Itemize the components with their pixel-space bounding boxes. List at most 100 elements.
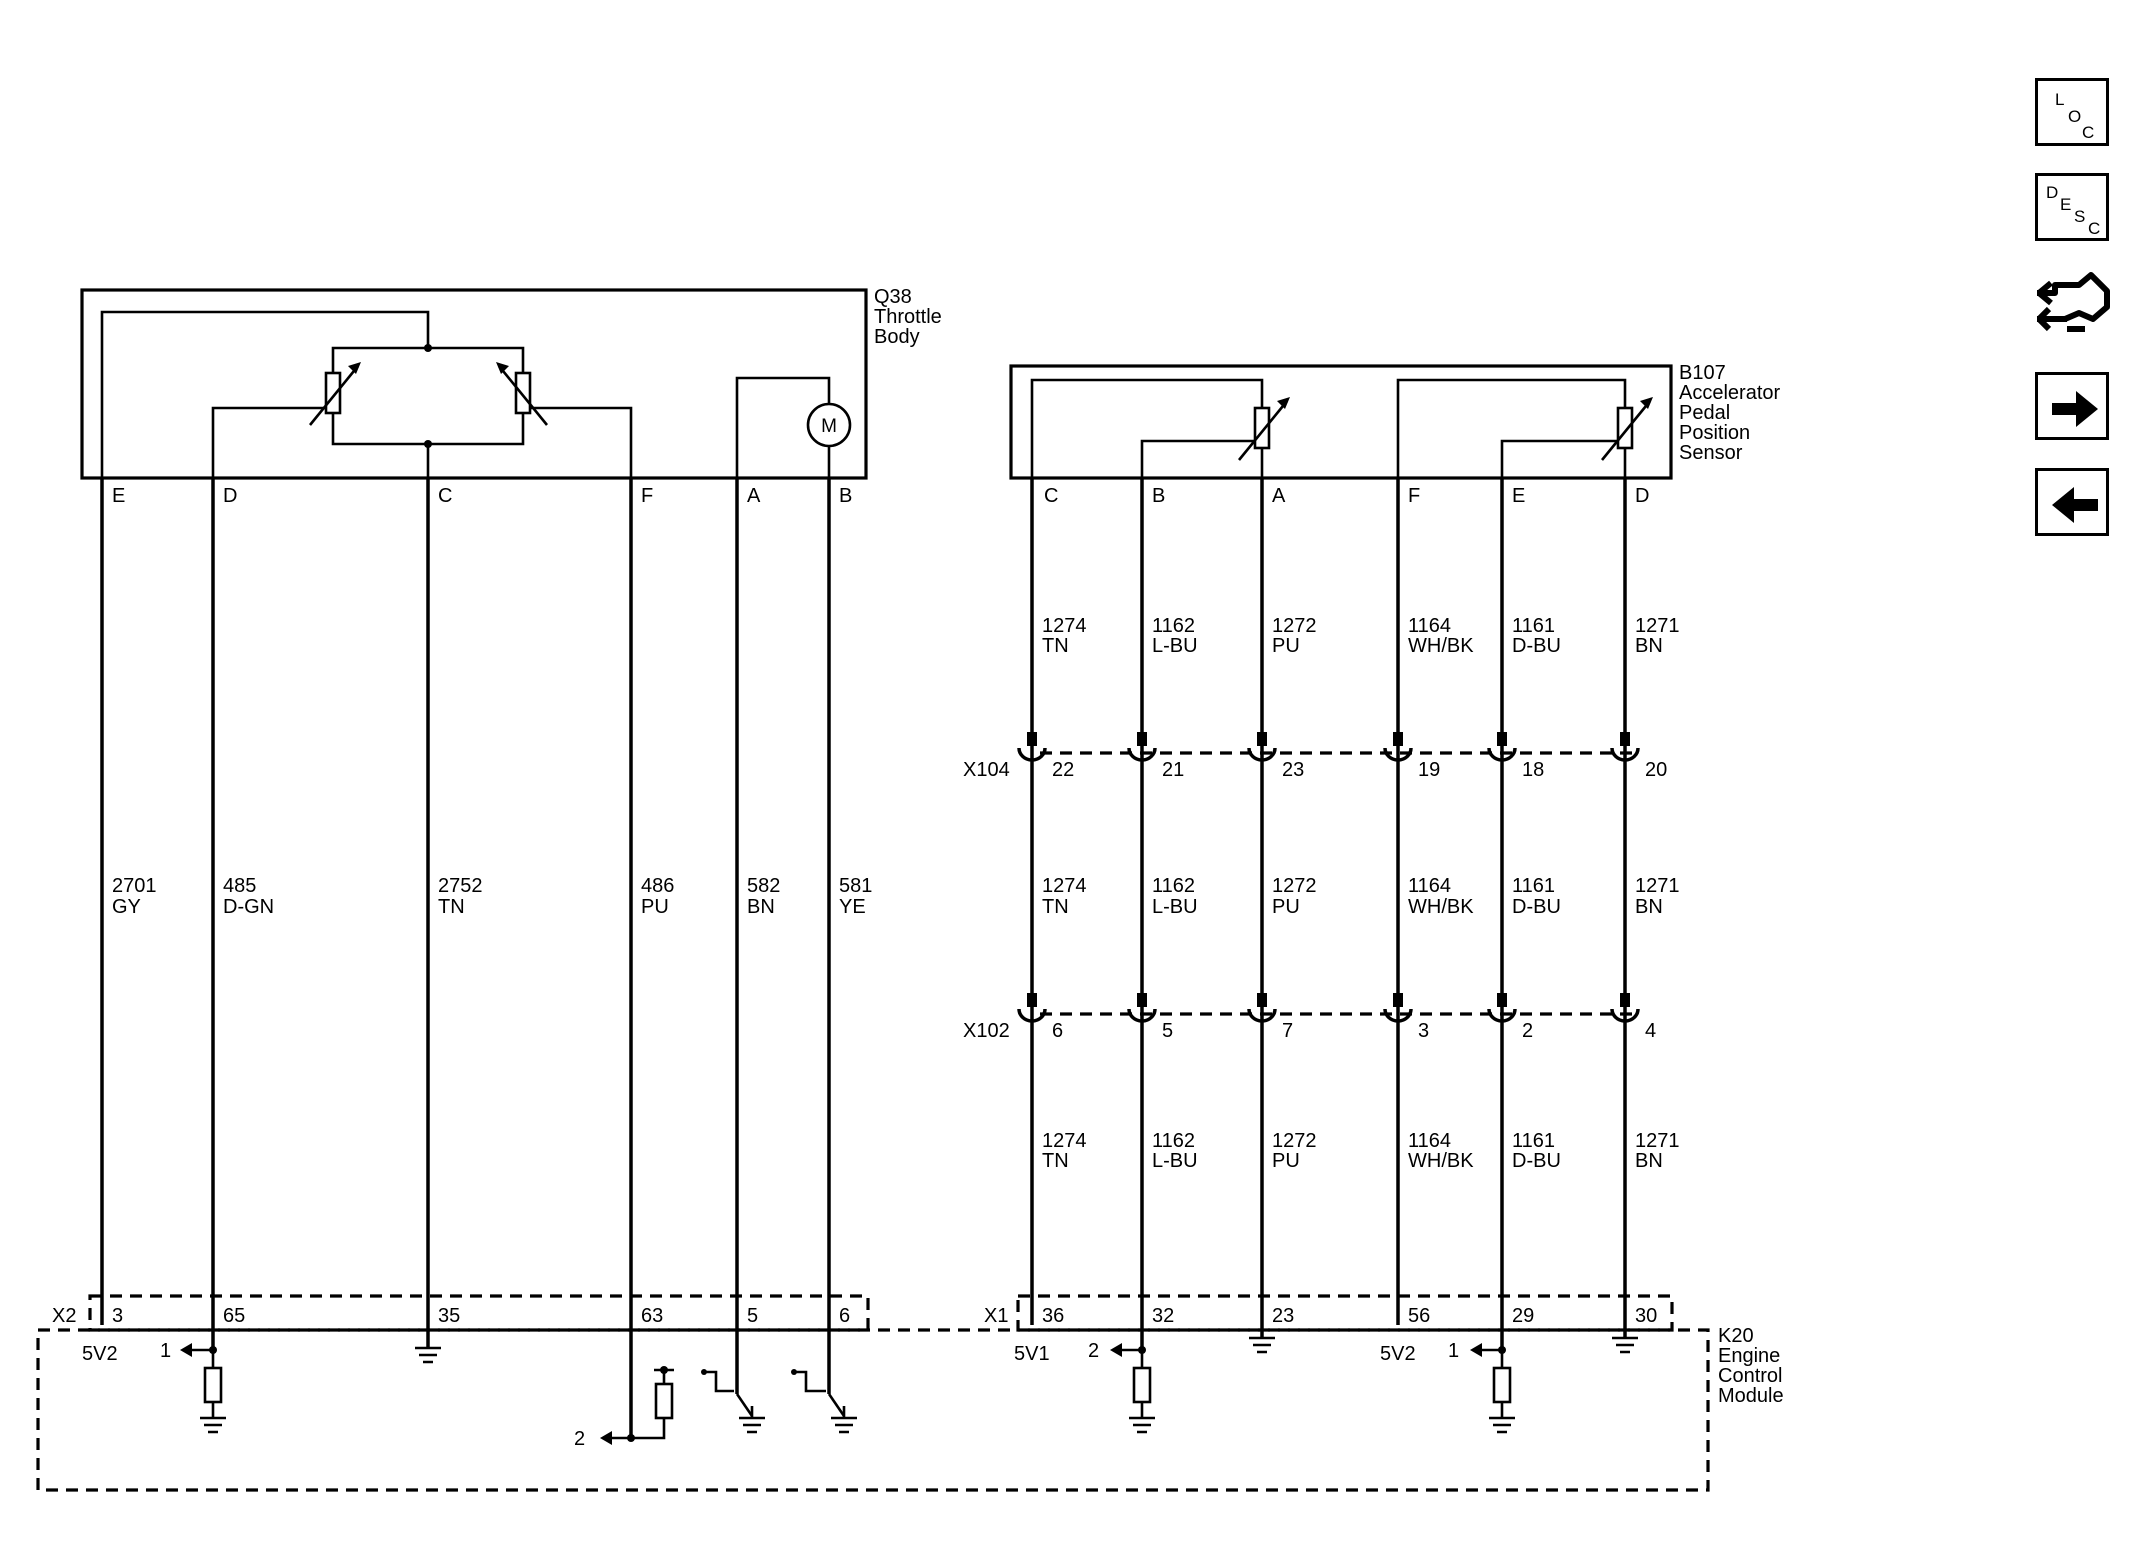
throttle-body-id: Q38 [874,286,912,308]
pedal-sensor-name-3: Position [1679,422,1750,444]
pedal-wire-labels: 1274 TN 1162 L-BU 1272 PU 1164 WH/BK 116… [1042,615,1680,1172]
throttle-pin-f: F [641,485,653,507]
x102-pin: 6 [1052,1020,1063,1042]
wire-label-circuit: 1162 [1152,1130,1195,1152]
wire-label-circuit: 1272 [1272,875,1317,897]
inline-terminals [1017,732,1640,1023]
wire-label-color: L-BU [1152,896,1198,918]
x102-pin: 7 [1282,1020,1293,1042]
wire-label-circuit: 1161 [1512,615,1555,637]
signal-ref-label: 1 [1448,1340,1459,1362]
x104-pin: 21 [1162,759,1184,781]
pedal-sensor-name-1: Accelerator [1679,382,1780,404]
back-button[interactable] [2035,468,2109,536]
pedal-pin-b: B [1152,485,1165,507]
pedal-sensor-name-2: Pedal [1679,402,1730,424]
throttle-wires [100,478,831,1438]
pullup-resistor-f: 2 [574,1366,674,1450]
pedal-pin-d: D [1635,485,1649,507]
x102-pin: 2 [1522,1020,1533,1042]
wire-label-color: PU [1272,635,1300,657]
ecm-x1-pin: 36 [1042,1305,1064,1327]
pulldown-resistor-e: 1 [1448,1340,1515,1434]
wire-label-color: BN [1635,635,1663,657]
pedal-wires [1030,478,1627,1350]
wire-label-circuit: 1161 [1512,875,1555,897]
x102-pin: 5 [1162,1020,1173,1042]
motor-symbol: M [821,416,837,437]
desc-letter: S [2074,207,2085,226]
app1-variable-resistor-icon [1237,397,1290,461]
throttle-body-name-2: Body [874,326,920,348]
signal-ref-label: 2 [574,1428,585,1450]
wire-label-color: WH/BK [1408,635,1474,657]
wire-label-circuit: 1164 [1408,615,1451,637]
throttle-pin-b: B [839,485,852,507]
ecm-x2-pin: 3 [112,1305,123,1327]
location-button[interactable]: L O C [2035,78,2109,146]
throttle-pin-e: E [112,485,125,507]
signal-ref-label: 1 [160,1340,171,1362]
throttle-body: Q38 Throttle Body M [80,286,942,480]
ecm-5v2-label: 5V2 [1380,1343,1416,1365]
motor-switch-b [791,1369,857,1434]
engine-control-module: K20 Engine Control Module 5V2 5V1 5V2 1 [36,1325,1784,1492]
wire-label-circuit: 1271 [1635,615,1680,637]
tps2-variable-resistor-icon [496,362,549,426]
desc-letter: D [2046,183,2058,202]
wire-label-circuit: 485 [223,875,256,897]
wire-label-color: TN [1042,896,1069,918]
pedal-pin-c: C [1044,485,1058,507]
ecm-name-3: Module [1718,1385,1784,1407]
motor-icon: M [806,402,852,448]
pedal-sensor: B107 Accelerator Pedal Position Sensor [1009,362,1780,480]
wire-label-color: BN [747,896,775,918]
throttle-wire-labels: 2701 GY 485 D-GN 2752 TN 486 PU 582 BN 5… [112,875,872,918]
x104-pin: 18 [1522,759,1544,781]
ecm-x2-pin: 35 [438,1305,460,1327]
wire-label-color: WH/BK [1408,1150,1474,1172]
ground-icon [415,1346,441,1364]
x102-terminal [1017,993,1047,1023]
loc-letter: C [2082,123,2094,142]
ecm-5v1-label: 5V1 [1014,1343,1050,1365]
x104-connector: X104 [963,751,1632,781]
x1-connector: X1 36 32 23 56 29 30 [984,1294,1674,1332]
wire-label-color: PU [1272,896,1300,918]
wire-label-circuit: 1274 [1042,875,1087,897]
pedal-pin-a: A [1272,485,1286,507]
wire-label-color: D-BU [1512,635,1561,657]
wire-label-color: D-BU [1512,1150,1561,1172]
x102-pin-numbers: 6 5 7 3 2 4 [1052,1020,1656,1042]
wire-label-color: GY [112,896,141,918]
x102-pin: 3 [1418,1020,1429,1042]
desc-letter: C [2088,219,2100,238]
wire-label-color: TN [438,896,465,918]
throttle-pin-a: A [747,485,761,507]
wire-label-circuit: 582 [747,875,780,897]
wire-label-circuit: 1274 [1042,1130,1087,1152]
ecm-x2-pin: 6 [839,1305,850,1327]
ecm-x1-pin: 23 [1272,1305,1294,1327]
x104-pin: 22 [1052,759,1074,781]
wire-label-color: D-BU [1512,896,1561,918]
ecm-x1-pin: 32 [1152,1305,1174,1327]
wire-label-circuit: 1162 [1152,875,1195,897]
wire-label-circuit: 1272 [1272,615,1317,637]
wire-label-color: WH/BK [1408,896,1474,918]
x104-pin: 19 [1418,759,1440,781]
description-button[interactable]: D E S C [2035,173,2109,241]
ecm-x1-pin: 29 [1512,1305,1534,1327]
x102-terminal [1127,993,1157,1023]
wire-label-color: PU [1272,1150,1300,1172]
x104-terminal [1247,732,1277,762]
wire-label-circuit: 1272 [1272,1130,1317,1152]
connector-icon[interactable] [2035,263,2111,341]
ecm-x2-pin: 65 [223,1305,245,1327]
next-button[interactable] [2035,372,2109,440]
ecm-id: K20 [1718,1325,1754,1347]
x104-terminal [1127,732,1157,762]
x104-pin: 23 [1282,759,1304,781]
next-arrow-icon [2052,391,2098,427]
